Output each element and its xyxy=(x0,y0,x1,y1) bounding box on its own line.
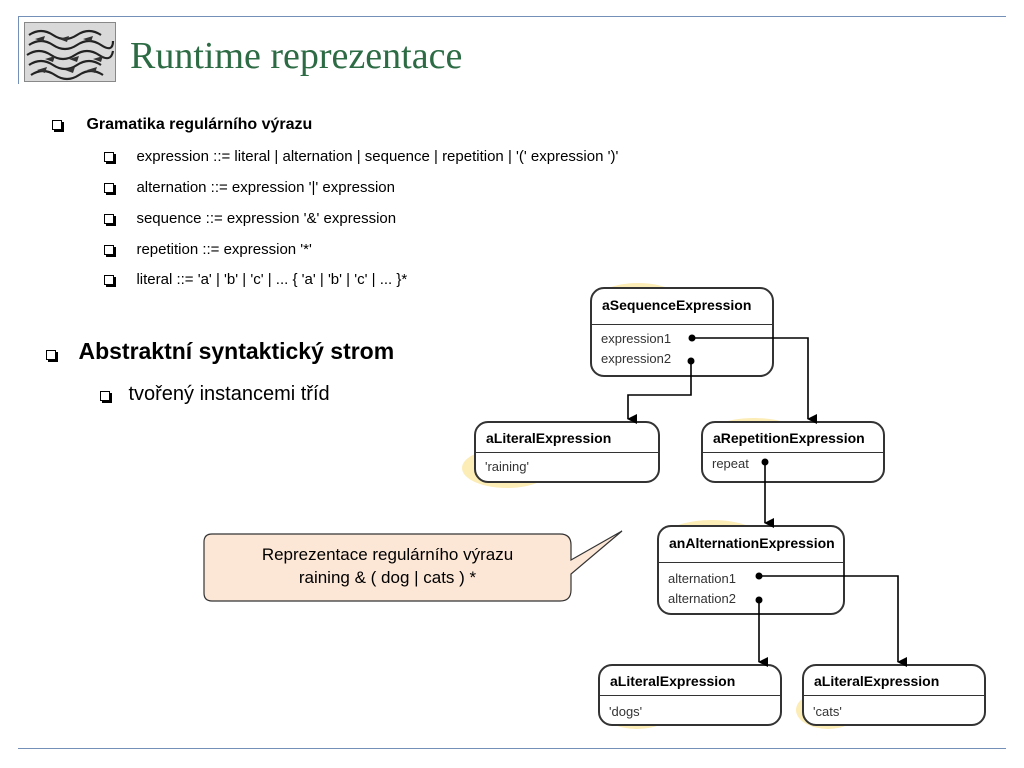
node-field: repeat xyxy=(712,456,749,471)
edge-sequence-to-repetition xyxy=(692,337,817,424)
repetition-expression-node: aRepetitionExpression repeat xyxy=(701,421,885,483)
list-item: expression ::= literal | alternation | s… xyxy=(104,148,618,166)
ast-subtitle: tvořený instancemi tříd xyxy=(128,383,330,405)
node-field: 'dogs' xyxy=(609,704,643,719)
grammar-rule: repetition ::= expression '*' xyxy=(136,241,312,258)
escher-logo-icon xyxy=(24,22,116,82)
checkbox-bullet-icon xyxy=(104,213,114,224)
grammar-rule: expression ::= literal | alternation | s… xyxy=(136,148,619,165)
checkbox-bullet-icon xyxy=(104,182,114,193)
checkbox-bullet-icon xyxy=(100,390,110,401)
ast-heading: Abstraktní syntaktický strom xyxy=(78,338,395,364)
checkbox-bullet-icon xyxy=(52,119,62,130)
grammar-bullet: Gramatika regulárního výrazu xyxy=(52,116,312,134)
grammar-rule: literal ::= 'a' | 'b' | 'c' | ... { 'a' … xyxy=(136,271,408,288)
node-title: aLiteralExpression xyxy=(476,423,658,453)
checkbox-bullet-icon xyxy=(46,349,56,360)
node-field: expression1 xyxy=(601,331,672,346)
checkbox-bullet-icon xyxy=(104,244,114,255)
callout-text: Reprezentace regulárního výrazu raining … xyxy=(204,543,571,589)
grammar-rule: alternation ::= expression '|' expressio… xyxy=(136,179,395,196)
edge-sequence-to-raining xyxy=(627,361,692,424)
node-title: aLiteralExpression xyxy=(804,666,984,696)
grammar-rule: sequence ::= expression '&' expression xyxy=(136,210,397,227)
callout-line: Reprezentace regulárního výrazu xyxy=(261,545,514,564)
list-item: alternation ::= expression '|' expressio… xyxy=(104,179,395,197)
node-field: alternation1 xyxy=(668,571,736,586)
top-rule xyxy=(18,16,1006,17)
checkbox-bullet-icon xyxy=(104,151,114,162)
slide-title: Runtime reprezentace xyxy=(130,35,463,77)
node-title: aRepetitionExpression xyxy=(703,423,883,453)
node-field: alternation2 xyxy=(668,591,736,606)
node-field: 'raining' xyxy=(485,459,529,474)
literal-cats-node: aLiteralExpression 'cats' xyxy=(802,664,986,726)
callout-bubble xyxy=(203,530,623,602)
literal-raining-node: aLiteralExpression 'raining' xyxy=(474,421,660,483)
left-rule xyxy=(18,16,19,84)
list-item: repetition ::= expression '*' xyxy=(104,241,312,259)
node-field: expression2 xyxy=(601,351,672,366)
node-field: 'cats' xyxy=(813,704,842,719)
alternation-expression-node: anAlternationExpression alternation1 alt… xyxy=(657,525,845,615)
node-title: anAlternationExpression xyxy=(659,527,843,563)
list-item: literal ::= 'a' | 'b' | 'c' | ... { 'a' … xyxy=(104,271,407,289)
checkbox-bullet-icon xyxy=(104,274,114,285)
bottom-rule xyxy=(18,748,1006,749)
list-item: sequence ::= expression '&' expression xyxy=(104,210,396,228)
sequence-expression-node: aSequenceExpression expression1 expressi… xyxy=(590,287,774,377)
literal-dogs-node: aLiteralExpression 'dogs' xyxy=(598,664,782,726)
node-title: aLiteralExpression xyxy=(600,666,780,696)
edge-alternation-to-cats xyxy=(759,575,907,667)
grammar-heading: Gramatika regulárního výrazu xyxy=(86,116,313,133)
callout-line: raining & ( dog | cats ) * xyxy=(298,568,477,587)
node-title: aSequenceExpression xyxy=(592,289,772,325)
ast-bullet: Abstraktní syntaktický strom xyxy=(46,338,394,365)
list-item: tvořený instancemi tříd xyxy=(100,383,330,406)
